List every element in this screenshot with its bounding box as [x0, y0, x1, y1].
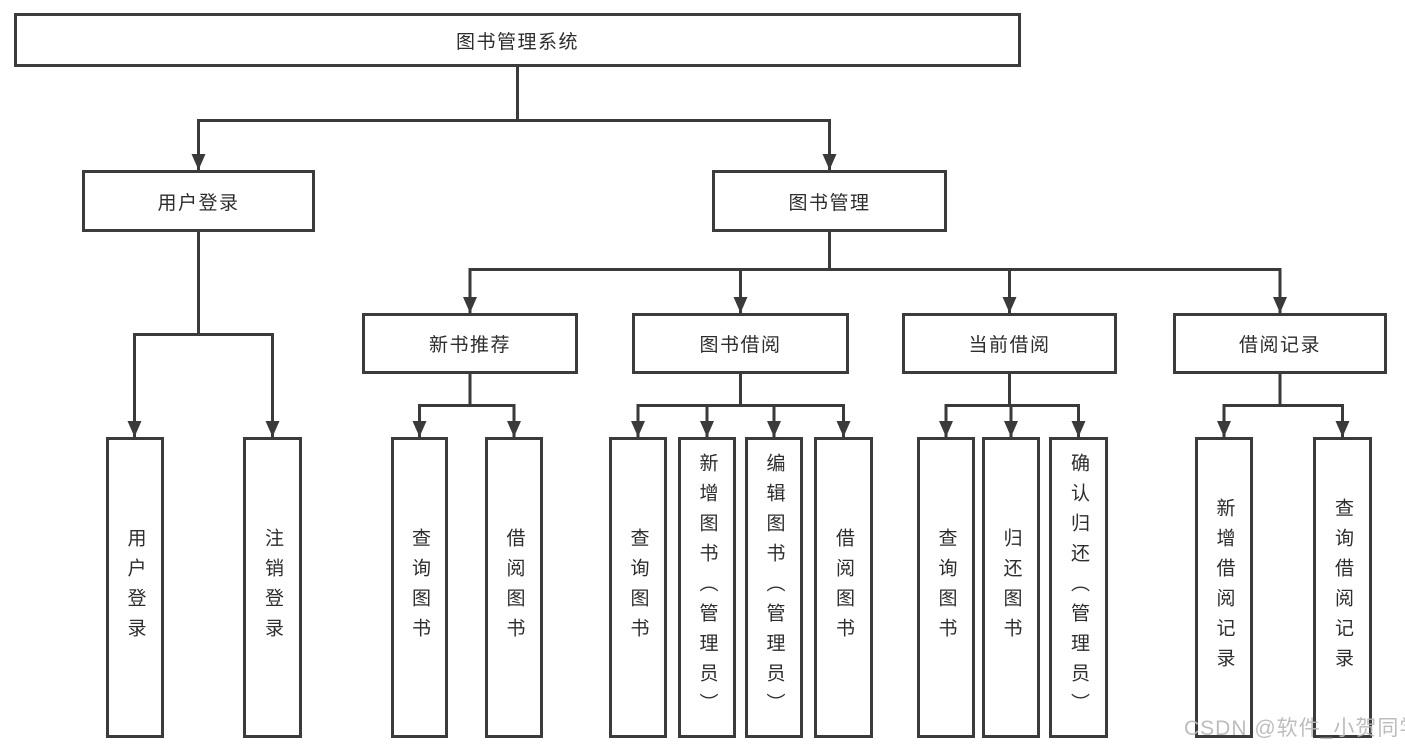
leaf-bb-borrow-book-label: 借阅图书 [833, 527, 854, 648]
leaf-br-add-record: 新增借阅记录 [1195, 437, 1253, 738]
leaf-bb-edit-book-admin-label: 编辑图书（管理员） [763, 452, 785, 723]
leaf-bb-add-book-admin: 新增图书（管理员） [678, 437, 736, 738]
node-system-root: 图书管理系统 [14, 13, 1021, 67]
leaf-cb-confirm-return-admin: 确认归还（管理员） [1049, 437, 1108, 738]
leaf-bb-query-book-label: 查询图书 [627, 527, 649, 648]
leaf-logout: 注销登录 [243, 437, 302, 738]
leaf-cb-confirm-return-admin-label: 确认归还（管理员） [1068, 452, 1089, 723]
leaf-bb-query-book: 查询图书 [609, 437, 667, 738]
node-book-management: 图书管理 [712, 170, 947, 232]
leaf-nb-borrow-book: 借阅图书 [485, 437, 543, 738]
leaf-cb-return-book: 归还图书 [982, 437, 1040, 738]
node-current-borrow: 当前借阅 [902, 313, 1117, 374]
node-new-book-recommend: 新书推荐 [362, 313, 578, 374]
leaf-bb-edit-book-admin: 编辑图书（管理员） [745, 437, 803, 738]
leaf-user-login-label: 用户登录 [124, 527, 146, 648]
node-book-borrow: 图书借阅 [632, 313, 849, 374]
node-borrow-records: 借阅记录 [1173, 313, 1387, 374]
leaf-nb-borrow-book-label: 借阅图书 [503, 527, 525, 648]
node-system-root-label: 图书管理系统 [455, 31, 579, 53]
node-book-borrow-label: 图书借阅 [699, 335, 782, 356]
leaf-bb-add-book-admin-label: 新增图书（管理员） [696, 452, 718, 723]
node-current-borrow-label: 当前借阅 [968, 335, 1051, 356]
leaf-bb-borrow-book: 借阅图书 [814, 437, 873, 738]
leaf-nb-query-book-label: 查询图书 [409, 527, 430, 648]
node-user-login-label: 用户登录 [157, 192, 240, 214]
node-borrow-records-label: 借阅记录 [1238, 335, 1321, 356]
leaf-nb-query-book: 查询图书 [391, 437, 448, 738]
node-book-management-label: 图书管理 [788, 192, 871, 214]
leaf-user-login: 用户登录 [106, 437, 164, 738]
leaf-cb-return-book-label: 归还图书 [1000, 527, 1022, 648]
leaf-br-query-record: 查询借阅记录 [1313, 437, 1372, 738]
watermark-text: CSDN @软件_小贺同学 [1184, 717, 1405, 740]
leaf-cb-query-book: 查询图书 [917, 437, 975, 738]
leaf-cb-query-book-label: 查询图书 [935, 527, 957, 648]
node-new-book-recommend-label: 新书推荐 [428, 335, 511, 356]
leaf-logout-label: 注销登录 [262, 527, 283, 648]
leaf-br-add-record-label: 新增借阅记录 [1213, 497, 1235, 678]
leaf-br-query-record-label: 查询借阅记录 [1332, 497, 1353, 678]
node-user-login: 用户登录 [82, 170, 315, 232]
